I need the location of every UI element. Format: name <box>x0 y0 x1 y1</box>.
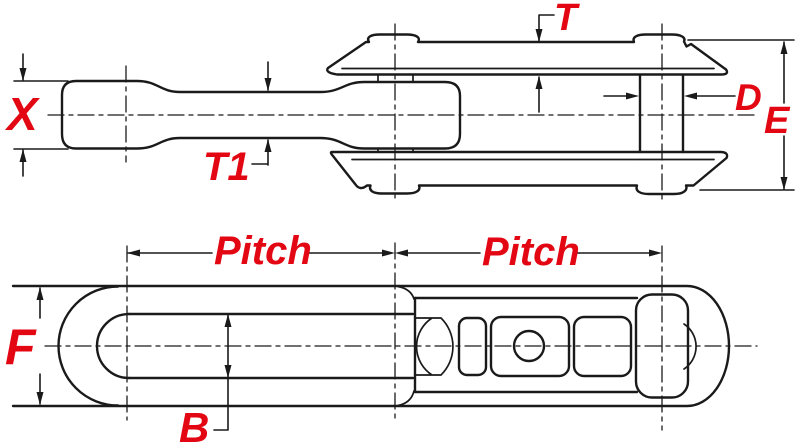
line-art <box>11 14 795 431</box>
arrow-b-top <box>224 314 232 327</box>
arrow-t-bottom <box>535 76 543 89</box>
block-corner-curves <box>397 285 415 407</box>
dimension-lines <box>13 14 795 431</box>
dim-label-f: F <box>5 319 37 375</box>
arrow-d-right <box>684 92 697 100</box>
block-center-hole <box>512 329 546 363</box>
block-band-edges <box>413 296 639 394</box>
dim-b-line <box>213 314 229 431</box>
arrow-x-top <box>19 68 27 81</box>
arrow-pitch-mid-left <box>382 249 395 257</box>
arrow-e-top <box>780 41 788 54</box>
arrow-t1-top <box>264 78 272 91</box>
dim-label-d: D <box>735 77 762 118</box>
pin-boss-left <box>415 317 454 376</box>
arrow-t-top <box>535 29 543 42</box>
arrow-pitch-far-right <box>649 249 662 257</box>
dimension-arrowheads <box>19 29 788 405</box>
arrow-x-bottom <box>19 149 27 162</box>
center-link-profile <box>60 79 462 150</box>
arrow-pitch-far-left <box>127 249 140 257</box>
arrow-d-left <box>626 92 639 100</box>
plan-shank-edges <box>127 312 415 380</box>
bottom-sidebar-profile <box>329 150 729 196</box>
dim-label-t: T <box>554 0 580 39</box>
dim-label-x: X <box>4 88 40 140</box>
top-sidebar-profile <box>326 33 729 76</box>
dim-label-e: E <box>764 100 791 142</box>
side-view <box>47 23 758 201</box>
dim-label-pitch-left: Pitch <box>214 229 312 273</box>
dim-label-pitch-right: Pitch <box>482 230 580 274</box>
arrow-b-bottom <box>224 365 232 378</box>
dimension-labels: X T T1 D E Pitch Pitch F B <box>4 0 791 444</box>
arrow-f-top <box>36 287 44 300</box>
dim-label-b: B <box>179 404 209 444</box>
arrow-pitch-mid-right <box>395 249 408 257</box>
pin-right-edges <box>638 73 685 154</box>
dim-e-extensions <box>687 39 795 191</box>
arrow-t1-bottom <box>264 139 272 152</box>
arrow-f-bottom <box>36 392 44 405</box>
pin-left-edge-stubs <box>377 74 414 153</box>
arrow-e-bottom <box>780 177 788 190</box>
plan-view <box>11 242 758 431</box>
dim-label-t1: T1 <box>203 145 250 189</box>
